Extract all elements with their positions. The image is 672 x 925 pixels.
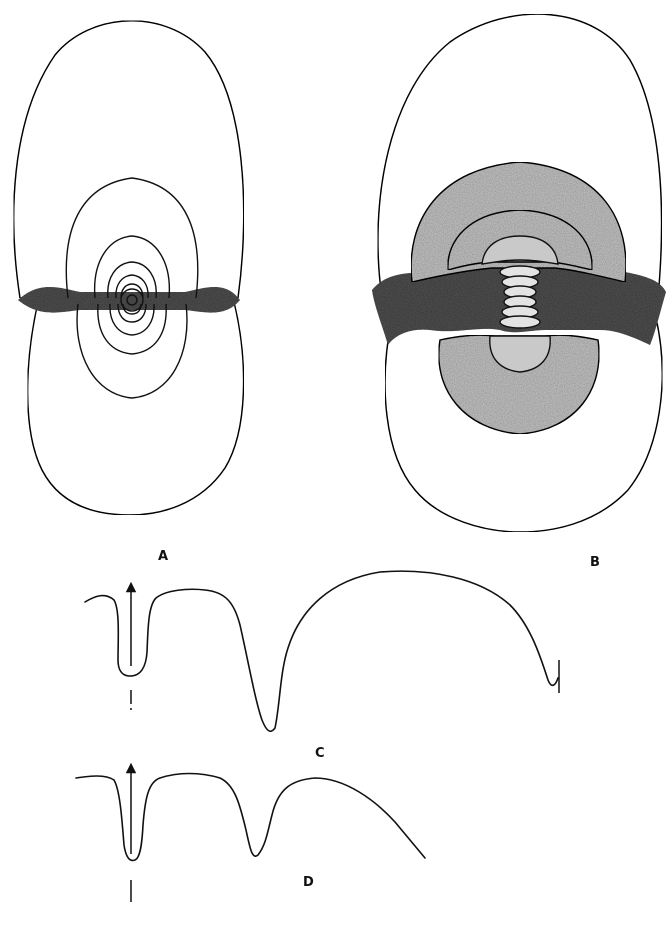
panel-c-label: C [315, 746, 325, 761]
panel-d-trace [76, 774, 425, 861]
panel-a-dark-band [18, 287, 240, 313]
panel-a-label: A [158, 549, 168, 564]
panel-b-label: B [590, 555, 600, 570]
panel-a-upper-lobe [14, 21, 244, 298]
panel-c-trace [85, 571, 558, 731]
panel-d: D [76, 768, 425, 902]
panel-b: B [372, 14, 666, 570]
panel-c: C [85, 571, 559, 761]
panel-a: A [14, 21, 244, 564]
panel-a-contours [66, 178, 197, 398]
panel-d-label: D [303, 875, 314, 890]
